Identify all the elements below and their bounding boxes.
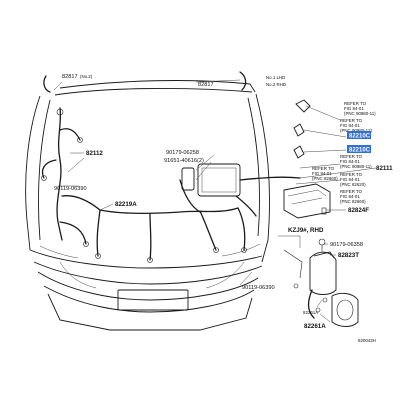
refer-b-line1: REFER TO (340, 118, 363, 123)
relay-parts-right (283, 99, 331, 219)
vehicle-body (25, 80, 270, 331)
part-label-90179-inset: 90179-06358 (330, 242, 363, 248)
part-label-82817-right: 82817 (198, 82, 214, 88)
part-note-rhd: No.2 RHD (266, 82, 286, 87)
leader-lines (53, 79, 377, 323)
refer-e-line1: REFER TO (340, 172, 363, 177)
part-label-90179-center: 90179-06258 (166, 150, 199, 156)
refer-b-line3: (PNC 90980-12) (340, 128, 373, 133)
refer-a-line3: (PNC 90980-11) (344, 111, 376, 116)
part-label-82261A-small: 82261A (303, 310, 318, 315)
part-label-90119-left: 90119-06390 (54, 186, 87, 192)
part-note-lhd: No.1 LHD (266, 75, 285, 80)
refer-a-line1: REFER TO (344, 101, 367, 106)
highlight-82210c-1[interactable]: 82210C (349, 134, 371, 140)
highlight-box-2 (347, 145, 371, 153)
refer-d-line2: FIG 84-01 (312, 171, 332, 176)
refer-d-line3: (PNC 82660) (312, 176, 338, 181)
part-label-82824F: 82824F (348, 207, 369, 214)
part-label-91651: 91651-40616(2) (164, 158, 204, 164)
part-labels: 82817 (No.2) 82817 No.1 LHD No.2 RHD REF… (54, 74, 393, 343)
rhd-inset-assembly (278, 235, 359, 327)
refer-b-line2: FIG 84-01 (340, 123, 360, 128)
refer-e-line3: (PNC 82620) (340, 182, 366, 187)
refer-d-line1: REFER TO (312, 166, 335, 171)
part-label-90119-lower: 90119-06390 (242, 285, 275, 291)
refer-f-line3: (PNC 82660) (340, 199, 366, 204)
refer-c-line1: REFER TO (340, 154, 363, 159)
region-label-rhd: KZJ9#, RHD (288, 227, 324, 234)
engine-harness (41, 71, 301, 263)
part-label-82111: 82111 (376, 165, 393, 172)
part-label-82261A: 82261A (304, 323, 326, 330)
figure-code: 820043H (358, 338, 376, 343)
part-label-82817-left-sub: (No.2) (80, 74, 93, 79)
refer-a-line2: FIG 84-01 (344, 106, 364, 111)
highlight-box-1 (347, 131, 371, 139)
refer-f-line1: REFER TO (340, 189, 363, 194)
refer-c-line2: FIG 84-01 (340, 159, 360, 164)
refer-e-line2: FIG 84-01 (340, 177, 360, 182)
part-label-82112: 82112 (86, 150, 103, 157)
part-label-82823T: 82823T (338, 252, 359, 259)
highlight-82210c-2[interactable]: 82210C (349, 148, 371, 154)
refer-c-line3: (PNC 90980-11) (340, 164, 372, 169)
part-label-82219A: 82219A (115, 201, 137, 208)
part-label-82817-left: 82817 (62, 74, 78, 80)
refer-f-line2: FIG 84-01 (340, 194, 360, 199)
